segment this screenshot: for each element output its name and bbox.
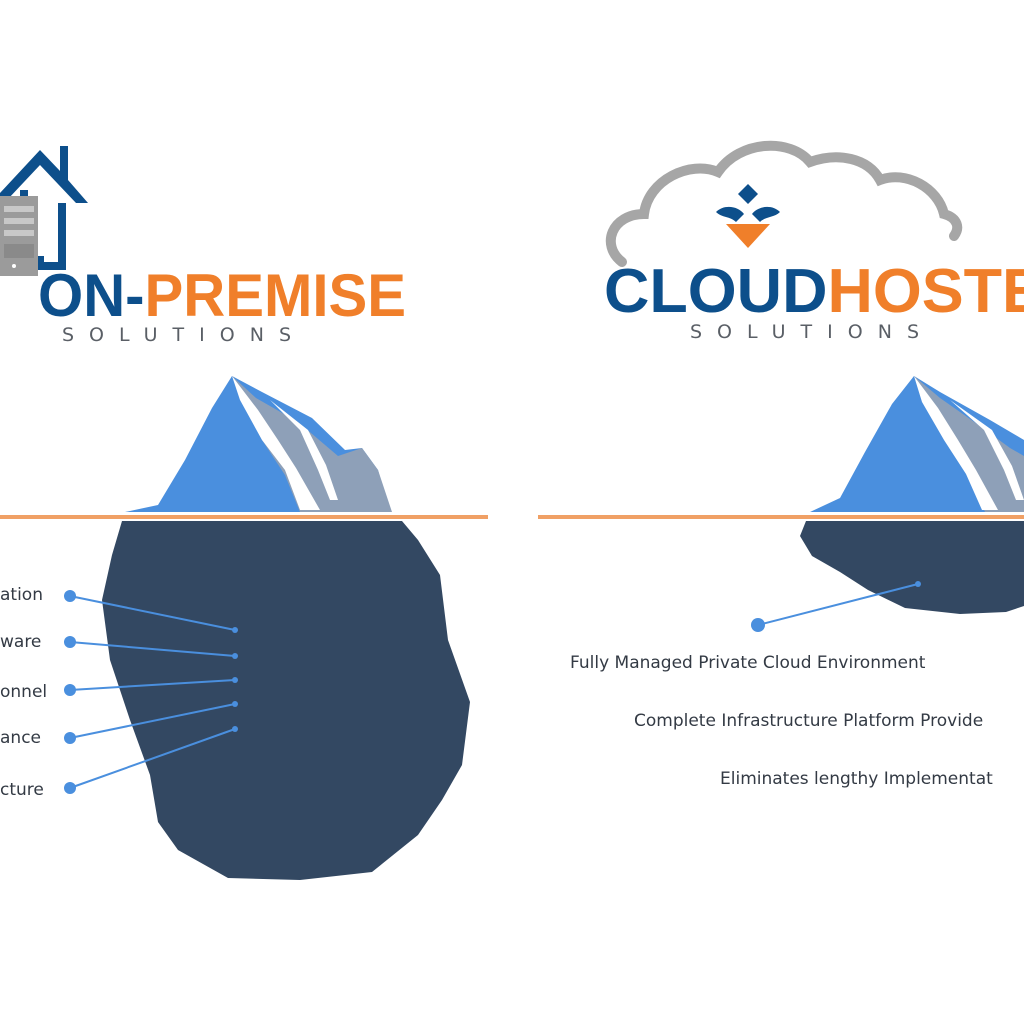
- left-label-4: ance: [0, 728, 41, 748]
- logo-word-b: PREMISE: [144, 262, 406, 329]
- house-server-icon: [0, 146, 88, 276]
- left-iceberg-tip: [125, 376, 392, 512]
- left-iceberg-base: [102, 521, 470, 880]
- connector-4: [69, 703, 236, 739]
- left-connectors: [64, 590, 238, 794]
- right-iceberg-base: [800, 521, 1024, 614]
- connector-5: [69, 728, 236, 789]
- right-connector: [751, 581, 921, 632]
- left-dot: [64, 636, 76, 648]
- cloud-hosted-panel: CLOUDHOSTE SOLUTIONS Fully Managed Priva…: [538, 140, 1024, 789]
- cloud-word-a: CLOUD: [604, 257, 827, 326]
- connector-3: [69, 679, 236, 691]
- left-dot: [64, 684, 76, 696]
- left-dot: [64, 782, 76, 794]
- cloud-hosted-wordmark: CLOUDHOSTE: [604, 257, 1024, 326]
- left-label-1: ation: [0, 585, 43, 605]
- left-labels: ation ware onnel ance cture: [0, 585, 47, 800]
- connector-1: [69, 595, 236, 631]
- right-labels: Fully Managed Private Cloud Environment …: [570, 653, 993, 789]
- left-end-dot: [232, 701, 238, 707]
- on-premise-panel: ON-PREMISE SOLUTIONS ation ware onnel an…: [0, 146, 488, 880]
- connector-2: [69, 641, 236, 657]
- left-end-dot: [232, 677, 238, 683]
- cloud-word-b: HOSTE: [827, 257, 1024, 326]
- logo-word-a: ON-: [38, 262, 144, 329]
- on-premise-wordmark: ON-PREMISE: [38, 262, 406, 329]
- right-dot: [751, 618, 765, 632]
- left-end-dot: [232, 726, 238, 732]
- left-end-dot: [232, 627, 238, 633]
- left-label-2: ware: [0, 632, 41, 652]
- right-label-2: Complete Infrastructure Platform Provide: [634, 711, 983, 731]
- left-label-3: onnel: [0, 682, 47, 702]
- right-iceberg-tip: [810, 376, 1024, 512]
- right-label-3: Eliminates lengthy Implementat: [720, 769, 993, 789]
- left-end-dot: [232, 653, 238, 659]
- left-dot: [64, 590, 76, 602]
- cloud-diamond-icon: [606, 140, 963, 267]
- on-premise-subtitle: SOLUTIONS: [62, 324, 306, 346]
- left-label-5: cture: [0, 780, 44, 800]
- left-dot: [64, 732, 76, 744]
- right-label-1: Fully Managed Private Cloud Environment: [570, 653, 926, 673]
- right-end-dot: [915, 581, 921, 587]
- cloud-hosted-subtitle: SOLUTIONS: [690, 321, 934, 343]
